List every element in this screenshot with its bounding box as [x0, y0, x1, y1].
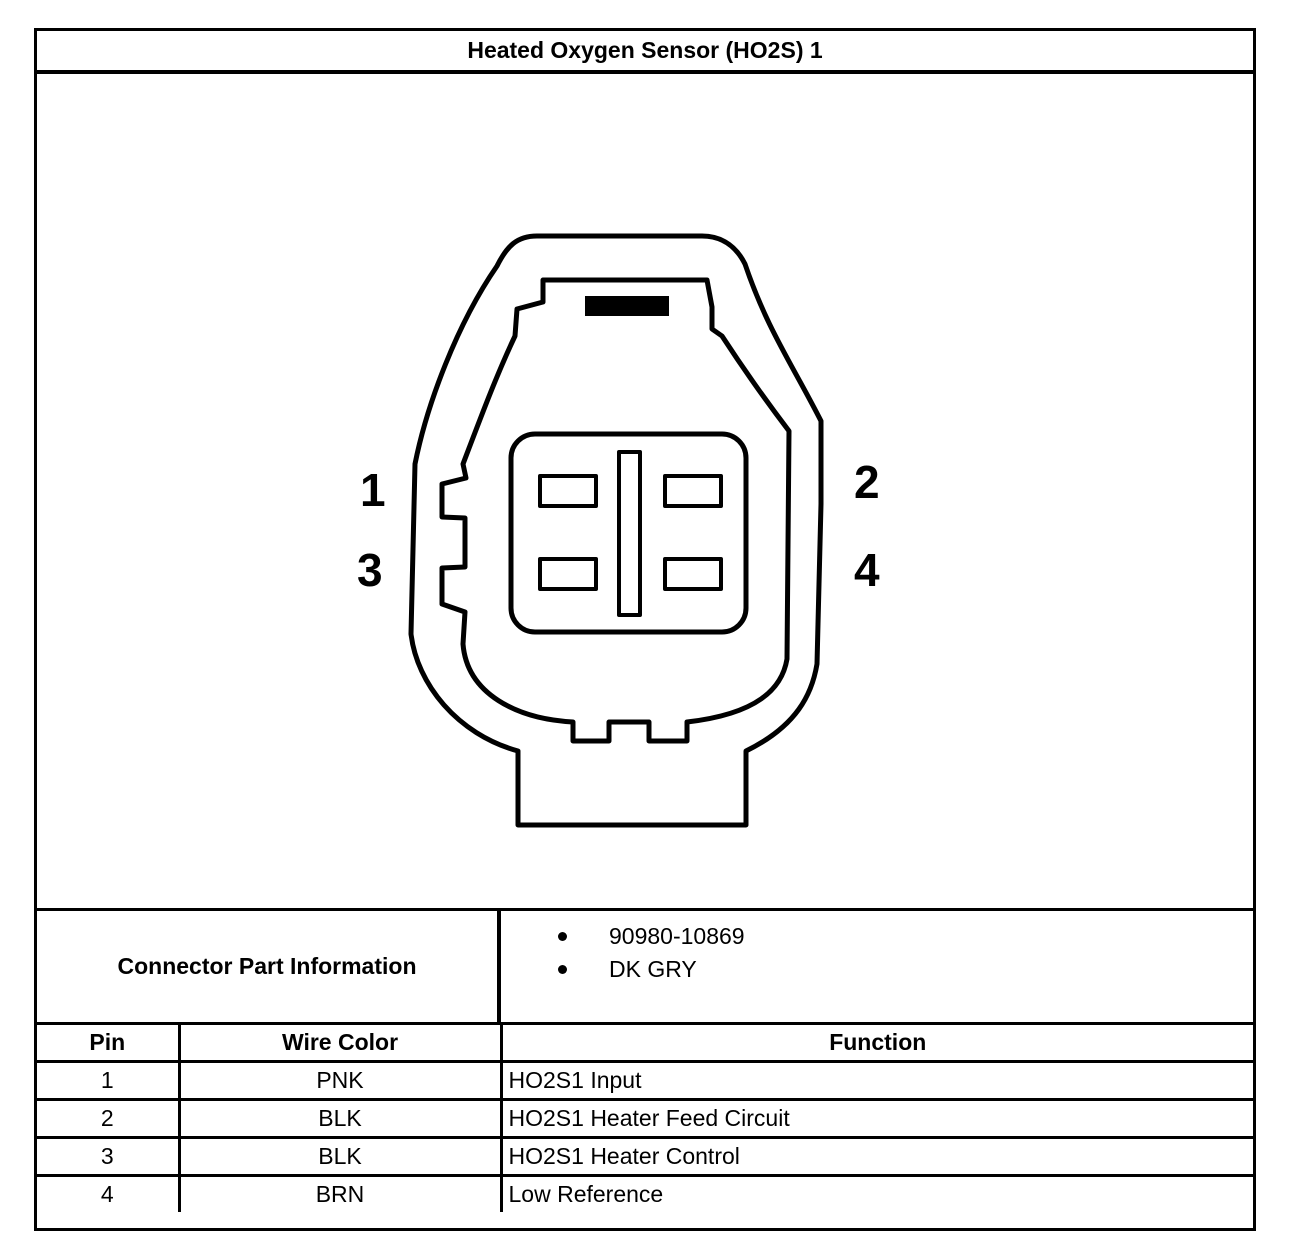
function-cell: HO2S1 Heater Control [499, 1136, 1253, 1177]
wire-color-cell: PNK [177, 1060, 503, 1101]
connector-diagram: 1 2 3 4 [37, 74, 1253, 908]
pin-cell: 2 [37, 1098, 181, 1139]
bullet-icon [558, 932, 567, 941]
center-divider [617, 450, 642, 617]
connector-inner-face [439, 277, 792, 744]
table-row: 3 BLK HO2S1 Heater Control [37, 1136, 1253, 1177]
column-header-function: Function [499, 1025, 1253, 1063]
pin-label-2: 2 [854, 456, 880, 508]
connector-part-info: Connector Part Information 90980-10869 D… [37, 908, 1253, 1025]
terminal-4 [663, 557, 723, 591]
wire-color-cell: BLK [177, 1098, 503, 1139]
table-header-row: Pin Wire Color Function [37, 1025, 1253, 1063]
connector-part-info-label: Connector Part Information [37, 911, 501, 1022]
wire-color-cell: BLK [177, 1136, 503, 1177]
table-row: 1 PNK HO2S1 Input [37, 1060, 1253, 1101]
pin-cell: 3 [37, 1136, 181, 1177]
pin-cell: 4 [37, 1174, 181, 1212]
bullet-icon [558, 965, 567, 974]
pin-label-1: 1 [360, 464, 386, 516]
page-title: Heated Oxygen Sensor (HO2S) 1 [37, 31, 1253, 74]
list-item: 90980-10869 [501, 923, 1253, 953]
function-cell: Low Reference [499, 1174, 1253, 1212]
pin-label-4: 4 [854, 544, 880, 596]
function-cell: HO2S1 Heater Feed Circuit [499, 1098, 1253, 1139]
locking-tab [585, 296, 669, 316]
connector-frame: Heated Oxygen Sensor (HO2S) 1 [34, 28, 1256, 1231]
terminal-3 [538, 557, 598, 591]
connector-outer-housing [408, 233, 824, 828]
wire-color-cell: BRN [177, 1174, 503, 1212]
terminal-2 [663, 474, 723, 508]
pin-cavity-block [508, 431, 749, 635]
pin-label-3: 3 [357, 544, 383, 596]
connector-part-info-list: 90980-10869 DK GRY [501, 911, 1253, 1022]
pin-table: Pin Wire Color Function 1 PNK HO2S1 Inpu… [37, 1025, 1253, 1212]
pin-cell: 1 [37, 1060, 181, 1101]
table-row: 2 BLK HO2S1 Heater Feed Circuit [37, 1098, 1253, 1139]
table-row: 4 BRN Low Reference [37, 1174, 1253, 1212]
list-item: DK GRY [501, 956, 1253, 986]
terminal-1 [538, 474, 598, 508]
part-number: 90980-10869 [609, 923, 745, 949]
connector-color: DK GRY [609, 956, 697, 982]
column-header-pin: Pin [37, 1025, 181, 1063]
function-cell: HO2S1 Input [499, 1060, 1253, 1101]
connector-face-drawing: 1 2 3 4 [357, 233, 880, 828]
column-header-wire-color: Wire Color [177, 1025, 503, 1063]
